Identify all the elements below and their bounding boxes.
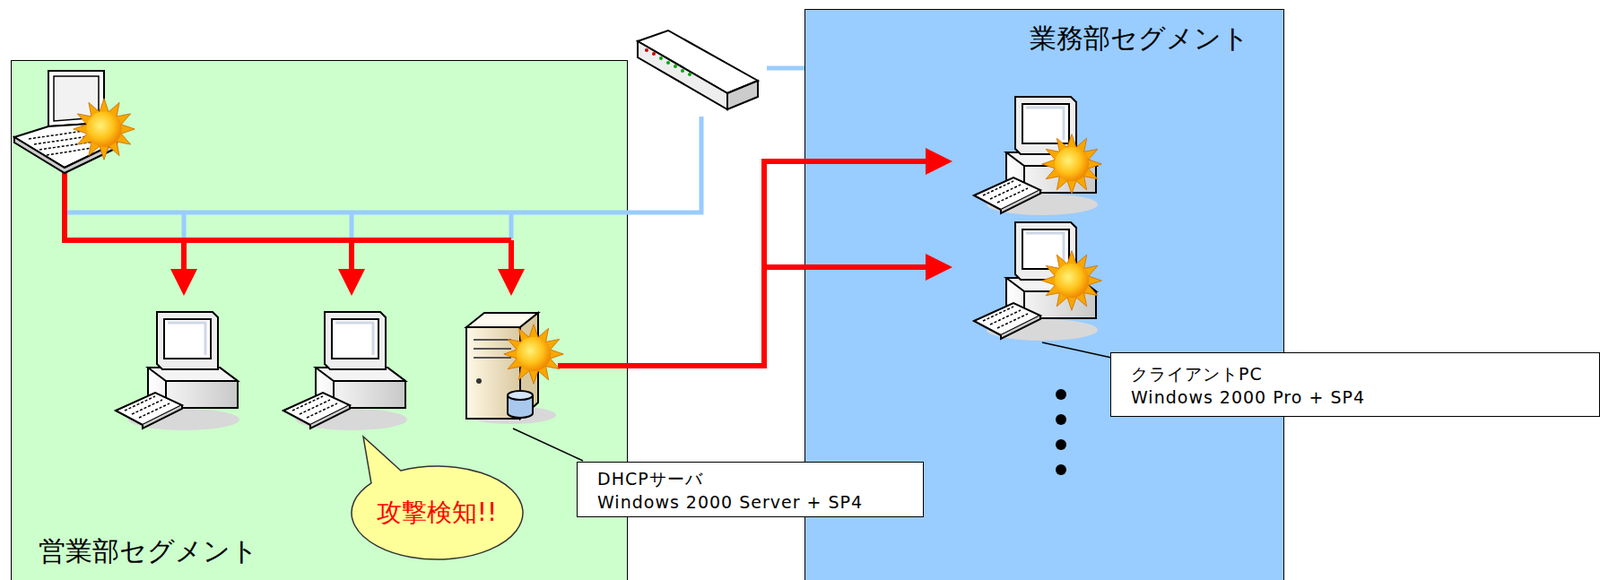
segment-region: 営業部セグメント 攻撃検知!! xyxy=(10,60,628,580)
segment-name: 営業部セグメント xyxy=(38,535,259,568)
label-box: クライアントPCWindows 2000 Pro + SP4 xyxy=(1110,352,1600,418)
device-name: DHCPサーバ xyxy=(597,467,923,491)
sales-pc xyxy=(283,312,408,431)
virus-mark xyxy=(1042,134,1103,195)
virus-mark xyxy=(73,98,135,160)
os-version: Windows 2000 Server + SP4 xyxy=(597,490,923,514)
attack-path xyxy=(64,161,942,366)
client-pc xyxy=(973,96,1098,216)
virus-mark xyxy=(1042,251,1103,312)
client-pc xyxy=(973,222,1098,341)
virus-mark xyxy=(504,324,565,385)
segment-name: 業務部セグメント xyxy=(1029,22,1250,55)
alert-text: 攻撃検知!! xyxy=(376,495,497,531)
network-switch xyxy=(637,30,758,110)
device-name: クライアントPC xyxy=(1130,362,1600,386)
os-version: Windows 2000 Pro + SP4 xyxy=(1130,385,1600,409)
label-box: DHCPサーバWindows 2000 Server + SP4 xyxy=(576,461,924,518)
continuation-dots xyxy=(1055,389,1067,476)
infected-laptop xyxy=(14,70,117,174)
sales-pc xyxy=(115,312,240,431)
leader-line xyxy=(513,342,1132,461)
lan-cable xyxy=(64,68,805,239)
alert-callout: 攻撃検知!! xyxy=(349,464,525,562)
dhcp-server xyxy=(466,313,557,425)
